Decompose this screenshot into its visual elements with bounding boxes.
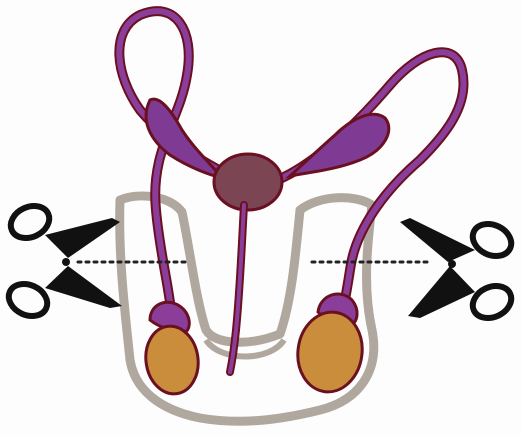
scissors-icon-right bbox=[400, 218, 516, 324]
prostate bbox=[214, 154, 282, 210]
seminal-vesicle-right bbox=[290, 114, 389, 176]
testis-left bbox=[142, 323, 203, 398]
vas-deferens-right bbox=[282, 52, 464, 315]
